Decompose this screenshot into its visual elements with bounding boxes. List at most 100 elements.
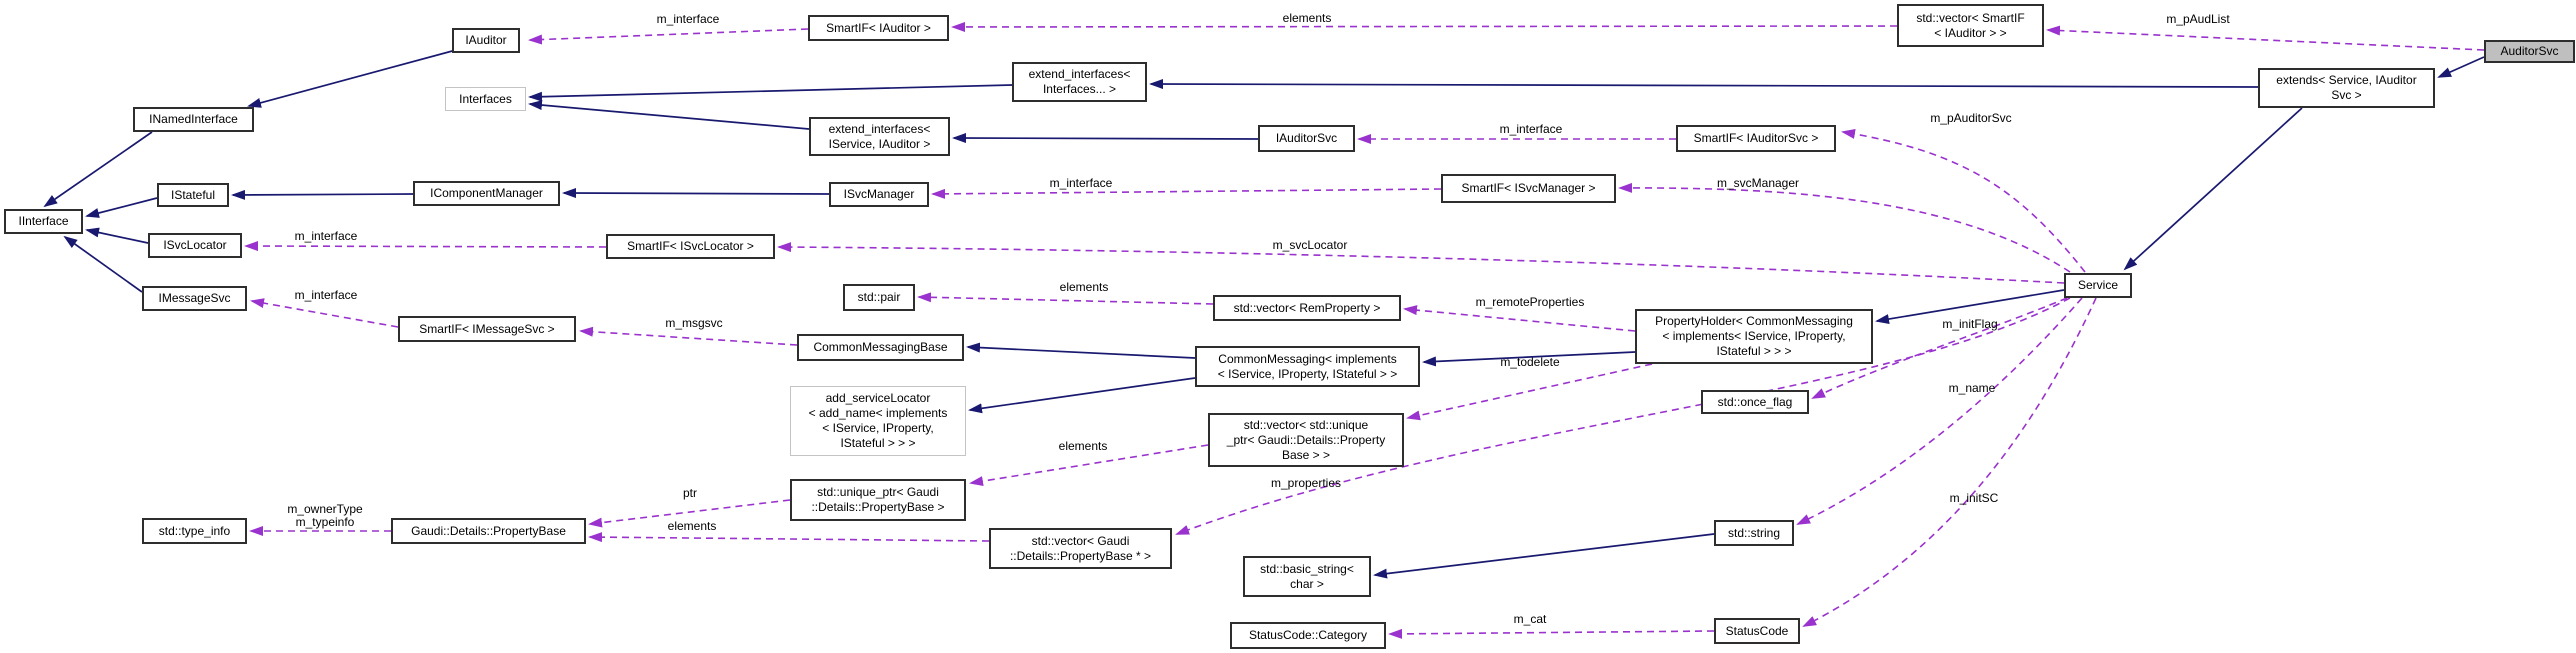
node-label: extends< Service, IAuditor: [2276, 73, 2417, 87]
node-icomponentmanager[interactable]: IComponentManager: [413, 181, 560, 206]
node-propertyholder[interactable]: PropertyHolder< CommonMessaging< impleme…: [1635, 309, 1873, 364]
node-service[interactable]: Service: [2064, 273, 2132, 298]
node-smartif-imessagesvc[interactable]: SmartIF< IMessageSvc >: [398, 316, 576, 342]
node-label: ::Details::PropertyBase >: [811, 500, 945, 514]
node-std-vector-smartif-iauditor[interactable]: std::vector< SmartIF< IAuditor > >: [1897, 4, 2044, 47]
lbl-m-pauditorsvc: m_pAuditorSvc: [1930, 112, 2011, 125]
edge-use-service-onceflag: [1811, 297, 2068, 399]
node-iauditorsvc[interactable]: IAuditorSvc: [1258, 125, 1355, 152]
node-inamedinterface[interactable]: INamedInterface: [133, 107, 254, 132]
node-label: std::vector< RemProperty >: [1233, 300, 1381, 315]
edge-use-service-smartifisvcmanager: [1618, 182, 2071, 273]
node-std-vector-remproperty[interactable]: std::vector< RemProperty >: [1213, 295, 1401, 321]
node-label: std::vector< std::unique: [1243, 417, 1369, 432]
node-interfaces[interactable]: Interfaces: [445, 87, 526, 111]
node-isvclocator[interactable]: ISvcLocator: [148, 233, 242, 258]
edge-label-line: m_msgsvc: [665, 316, 723, 330]
edge-inh-icomponentmanager-istateful: [231, 189, 414, 200]
node-isvcmanager[interactable]: ISvcManager: [829, 182, 929, 207]
node-smartif-iauditor[interactable]: SmartIF< IAuditor >: [808, 15, 949, 41]
edge-use-service-smartifisvclocator: [777, 242, 2065, 284]
node-label: IInterface: [18, 214, 69, 228]
node-std-type-info[interactable]: std::type_info: [142, 518, 247, 544]
node-iinterface[interactable]: IInterface: [4, 209, 83, 234]
lbl-m-todelete: m_todelete: [1500, 356, 1559, 369]
edge-inh-extends-service: [2123, 107, 2303, 271]
node-std-unique-ptr[interactable]: std::unique_ptr< Gaudi::Details::Propert…: [790, 479, 966, 521]
node-label: SmartIF< ISvcManager >: [1461, 181, 1596, 195]
lbl-m-cat: m_cat: [1514, 613, 1547, 626]
edge-label-line: m_initSC: [1949, 491, 1999, 505]
lbl-m-interface-imessagesvc: m_interface: [295, 289, 358, 302]
node-label: < IAuditor > >: [1934, 25, 2007, 40]
edge-label-line: elements: [667, 519, 717, 533]
node-iauditor[interactable]: IAuditor: [452, 28, 520, 53]
node-extend-interfaces-iservice-iauditor[interactable]: extend_interfaces<IService, IAuditor >: [809, 117, 950, 156]
node-label: ISvcLocator: [163, 238, 227, 252]
edge-use-service-vectorpropertybaseptr: [1175, 297, 2071, 535]
node-std-vector-unique-ptr[interactable]: std::vector< std::unique_ptr< Gaudi::Det…: [1208, 413, 1404, 467]
node-smartif-isvcmanager[interactable]: SmartIF< ISvcManager >: [1441, 174, 1616, 203]
edge-use-vectorremproperty-stdpair: [917, 292, 1214, 305]
edge-label-line: m_interface: [1499, 122, 1563, 136]
lbl-m-interface-iauditorsvc: m_interface: [1500, 123, 1563, 136]
lbl-m-name: m_name: [1949, 382, 1996, 395]
edge-inh-extendinterfaces-iservice-interfaces: [528, 100, 810, 130]
node-smartif-iauditorsvc[interactable]: SmartIF< IAuditorSvc >: [1676, 125, 1836, 152]
node-label: extend_interfaces<: [1028, 67, 1131, 81]
node-label: char >: [1290, 576, 1324, 591]
edge-label-line: m_svcLocator: [1272, 238, 1348, 252]
node-std-once-flag[interactable]: std::once_flag: [1701, 390, 1809, 414]
lbl-m-svcmanager: m_svcManager: [1717, 177, 1799, 190]
node-label: Interfaces: [459, 91, 512, 106]
node-gaudi-propertybase[interactable]: Gaudi::Details::PropertyBase: [391, 518, 586, 544]
edge-label-line: m_pAuditorSvc: [1930, 111, 2012, 125]
node-label: IService, IAuditor >: [828, 136, 931, 151]
edge-use-uniqueptr-propertybase: [588, 499, 791, 528]
lbl-m-initsc: m_initSC: [1950, 492, 1999, 505]
node-std-basic-string[interactable]: std::basic_string<char >: [1243, 556, 1371, 597]
edge-inh-iauditor-inamedinterface: [247, 49, 457, 108]
node-statuscode[interactable]: StatusCode: [1714, 618, 1800, 644]
node-label: INamedInterface: [149, 112, 238, 126]
edge-label-line: elements: [1058, 439, 1108, 453]
edge-use-smartifisvcmanager-isvcmanager: [931, 188, 1442, 199]
node-label: IStateful > > >: [1716, 344, 1792, 358]
edge-label-line: ptr: [682, 486, 698, 500]
node-label: < implements< IService, IProperty,: [1662, 329, 1846, 343]
node-std-pair[interactable]: std::pair: [843, 284, 915, 311]
edge-label-line: m_todelete: [1500, 355, 1560, 369]
node-extend-interfaces-variadic[interactable]: extend_interfaces<Interfaces... >: [1012, 62, 1147, 102]
node-label: std::type_info: [158, 523, 231, 538]
node-std-vector-propertybase-ptr[interactable]: std::vector< Gaudi::Details::PropertyBas…: [989, 528, 1172, 569]
edge-use-smartifimessagesvc-imessagesvc: [250, 298, 399, 328]
node-commonmessagingbase[interactable]: CommonMessagingBase: [797, 334, 964, 361]
edge-label-line: m_cat: [1513, 612, 1547, 626]
node-commonmessaging[interactable]: CommonMessaging< implements< IService, I…: [1195, 346, 1420, 387]
edge-label-line: m_interface: [656, 12, 720, 26]
node-imessagesvc[interactable]: IMessageSvc: [142, 286, 247, 311]
node-smartif-isvclocator[interactable]: SmartIF< ISvcLocator >: [606, 234, 775, 259]
node-std-string[interactable]: std::string: [1714, 520, 1794, 546]
edge-inh-iauditorsvc-extendinterfaces: [952, 133, 1259, 144]
node-istateful[interactable]: IStateful: [157, 183, 229, 207]
node-add-servicelocator[interactable]: add_serviceLocator< add_name< implements…: [790, 386, 966, 456]
node-label: SmartIF< IAuditorSvc >: [1693, 131, 1819, 145]
node-label: std::pair: [857, 290, 901, 304]
edge-use-propertyholder-vectorremproperty: [1403, 305, 1636, 332]
edge-inh-auditorsvc-extends: [2437, 56, 2485, 78]
node-auditorsvc[interactable]: AuditorSvc: [2484, 40, 2575, 63]
node-statuscode-category[interactable]: StatusCode::Category: [1230, 622, 1386, 649]
edge-use-vectoruniqueptr-uniqueptr: [969, 444, 1209, 487]
lbl-ptr: ptr: [683, 487, 697, 500]
edge-label-line: m_name: [1948, 381, 1996, 395]
edge-use-commonmessagingbase-smartifimessagesvc: [579, 326, 798, 346]
edge-label-line: m_initFlag: [1942, 317, 1998, 331]
lbl-m-initflag: m_initFlag: [1942, 318, 1997, 331]
edge-label-line: m_interface: [1049, 176, 1113, 190]
edge-label-line: m_interface: [294, 229, 358, 243]
node-label: < IService, IProperty,: [822, 421, 934, 435]
node-label: Base > >: [1281, 447, 1331, 462]
